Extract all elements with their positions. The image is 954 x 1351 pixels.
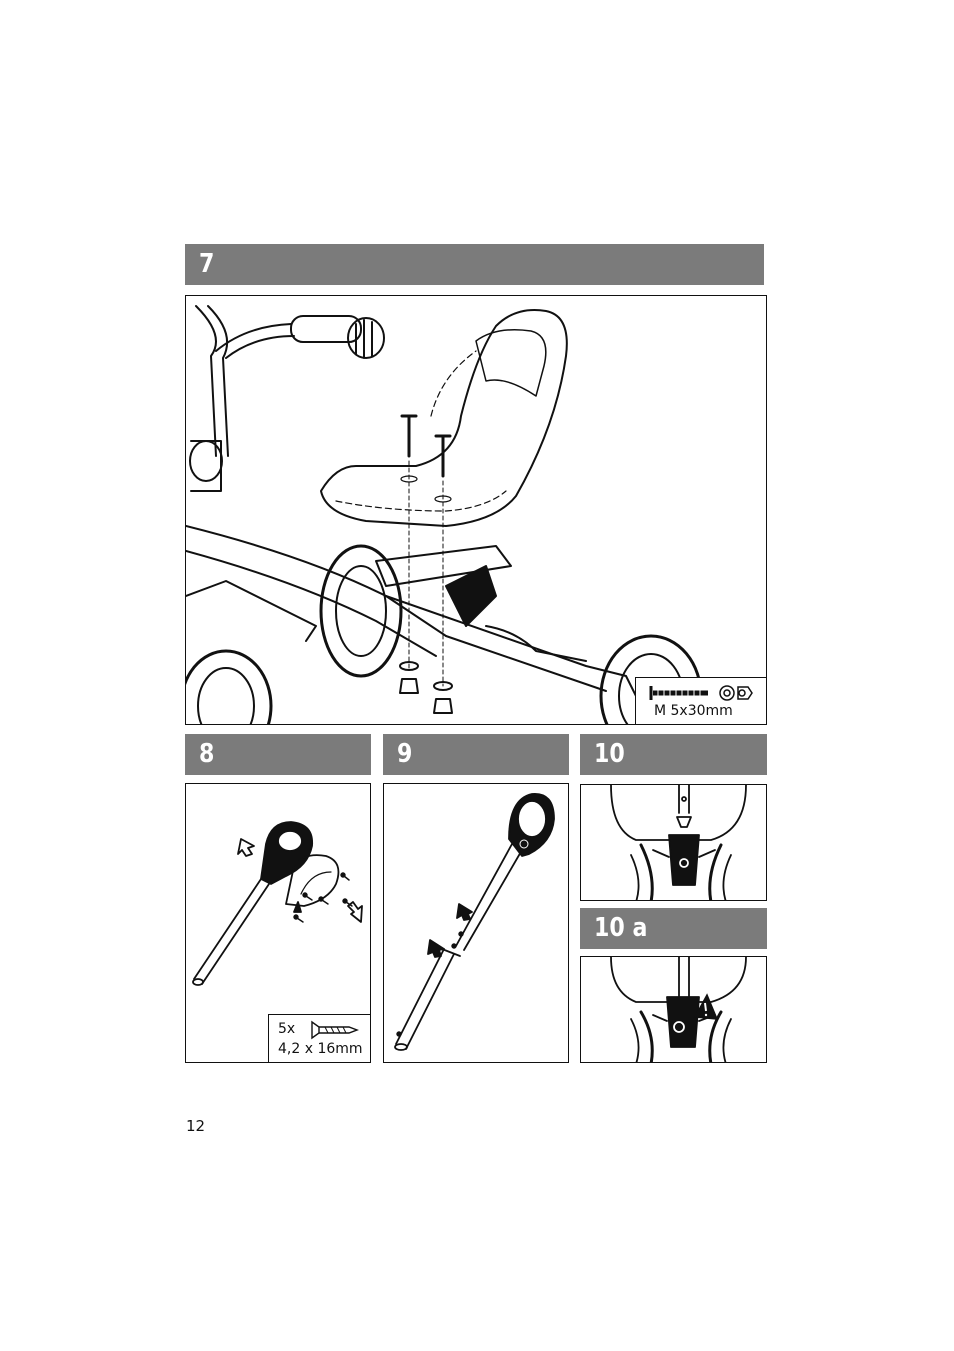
step-9-number: 9: [397, 734, 412, 774]
step-9-illustration: [383, 783, 569, 1063]
page-number: 12: [186, 1117, 205, 1135]
screw-icon: [309, 1019, 369, 1041]
screw-spec-label: 4,2 x 16mm: [278, 1041, 363, 1057]
step-8-number: 8: [199, 734, 214, 774]
handle-locked-drawing: [581, 957, 767, 1063]
step-8-header: 8: [185, 734, 371, 775]
handle-fitting-drawing: [581, 785, 767, 901]
bolt-spec-legend: M 5x30mm: [635, 677, 767, 725]
step-8-illustration: 5x 4,2 x 16mm: [185, 783, 371, 1063]
step-7-illustration: M 5x30mm: [185, 295, 767, 725]
screw-count-label: 5x: [278, 1021, 295, 1037]
step-7-number: 7: [199, 244, 214, 284]
bolt-spec-label: M 5x30mm: [654, 703, 733, 719]
handle-rod-insertion-drawing: [384, 784, 569, 1063]
step-10-number: 10: [594, 734, 625, 774]
tricycle-seat-assembly-drawing: [186, 296, 767, 725]
step-9-header: 9: [383, 734, 569, 775]
step-10a-header: 10 a: [580, 908, 767, 949]
screw-spec-legend: 5x 4,2 x 16mm: [268, 1014, 371, 1063]
step-10-header: 10: [580, 734, 767, 775]
step-10a-number: 10 a: [594, 908, 647, 948]
step-10-illustration: [580, 784, 767, 901]
step-10a-illustration: [580, 956, 767, 1063]
step-7-header: 7: [185, 244, 764, 285]
